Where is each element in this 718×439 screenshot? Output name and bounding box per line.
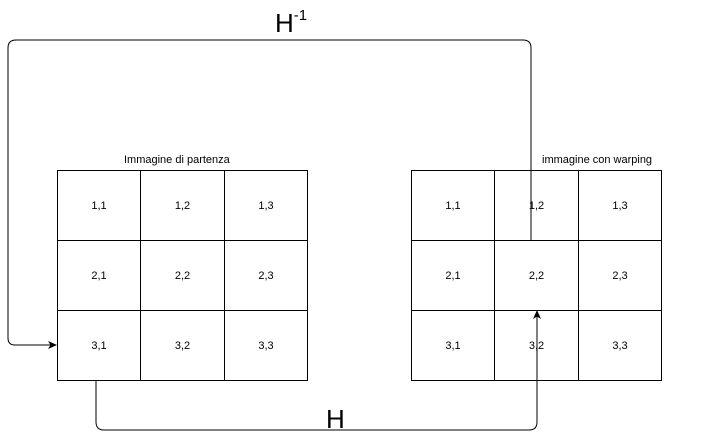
left-cell-2-1: 2,1	[58, 241, 141, 311]
right-cell-2-3: 2,3	[579, 241, 662, 311]
right-cell-1-1: 1,1	[412, 171, 495, 241]
left-cell-3-1: 3,1	[58, 311, 141, 381]
right-cell-1-2: 1,2	[495, 171, 579, 241]
forward-homography-arrow	[95, 310, 541, 431]
inverse-label-base: H	[275, 8, 294, 38]
left-cell-2-3: 2,3	[225, 241, 308, 311]
left-cell-1-3: 1,3	[225, 171, 308, 241]
left-cell-1-1: 1,1	[58, 171, 141, 241]
inverse-label-exponent: -1	[293, 7, 308, 24]
right-grid-title: immagine con warping	[542, 154, 653, 166]
inverse-homography-arrow	[7, 39, 532, 349]
left-cell-2-2: 2,2	[141, 241, 225, 311]
inverse-homography-label: H-1	[275, 7, 308, 38]
right-cell-1-3: 1,3	[579, 171, 662, 241]
left-cell-3-2: 3,2	[141, 311, 225, 381]
right-grid: 1,1 1,2 1,3 2,1 2,2 2,3 3,1 3,2 3,3	[411, 170, 662, 381]
left-grid-title: Immagine di partenza	[124, 154, 230, 166]
forward-homography-label: H	[326, 404, 345, 434]
left-cell-3-3: 3,3	[225, 311, 308, 381]
right-cell-3-3: 3,3	[579, 311, 662, 381]
right-cell-2-1: 2,1	[412, 241, 495, 311]
left-grid: 1,1 1,2 1,3 2,1 2,2 2,3 3,1 3,2 3,3	[57, 170, 308, 381]
right-cell-3-1: 3,1	[412, 311, 495, 381]
left-cell-1-2: 1,2	[141, 171, 225, 241]
